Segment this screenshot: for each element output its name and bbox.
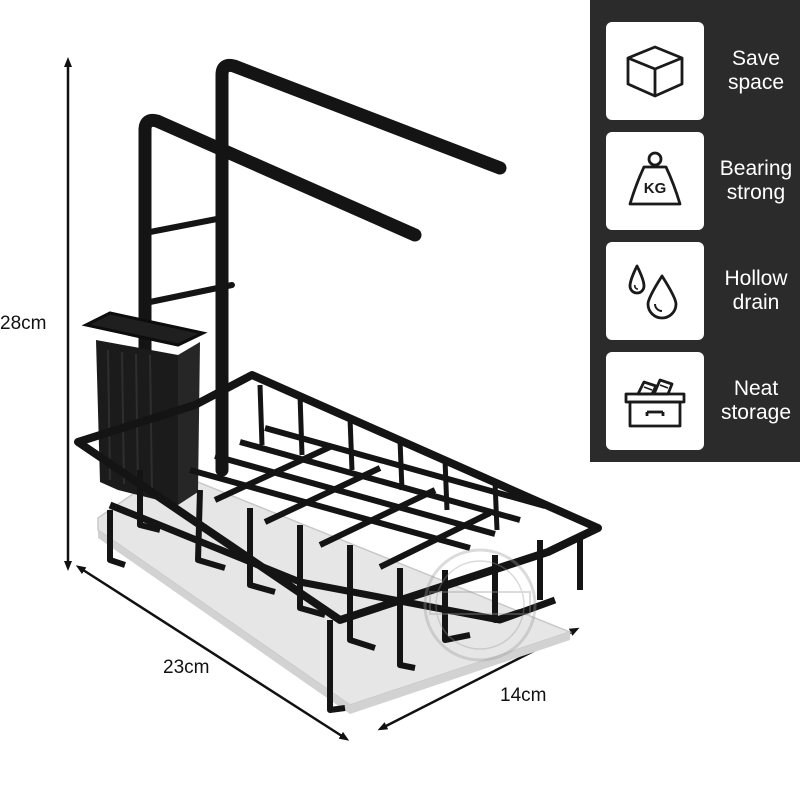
- depth-dimension-label: 14cm: [500, 685, 547, 706]
- feature-bearing-strong: KG Bearing strong: [606, 132, 796, 230]
- feature-hollow-drain: Hollow drain: [606, 242, 796, 340]
- feature-icon-box: KG: [606, 132, 704, 230]
- width-dimension-arrow: [75, 565, 350, 741]
- feature-panel: Save space KG Bearing strong: [590, 0, 800, 462]
- feature-icon-box: [606, 352, 704, 450]
- width-dimension-label: 23cm: [163, 657, 210, 678]
- storage-box-icon: [624, 378, 686, 428]
- feature-label: Save space: [727, 47, 785, 94]
- feature-icon-box: [606, 22, 704, 120]
- feature-icon-box: [606, 242, 704, 340]
- weight-kg-icon: KG: [628, 151, 682, 206]
- water-drops-icon: [628, 264, 678, 320]
- feature-save-space: Save space: [606, 22, 796, 120]
- feature-neat-storage: Neat storage: [606, 352, 796, 450]
- box-icon: [626, 45, 684, 98]
- feature-label: Bearing strong: [719, 157, 793, 204]
- feature-label: Hollow drain: [724, 267, 788, 314]
- wire-basket: [74, 371, 602, 713]
- watermark-seal: [423, 548, 537, 662]
- towel-bar-handles: [138, 58, 507, 487]
- feature-label: Neat storage: [720, 377, 792, 424]
- height-dimension-label: 28cm: [0, 313, 47, 334]
- weight-icon-text: KG: [644, 180, 667, 197]
